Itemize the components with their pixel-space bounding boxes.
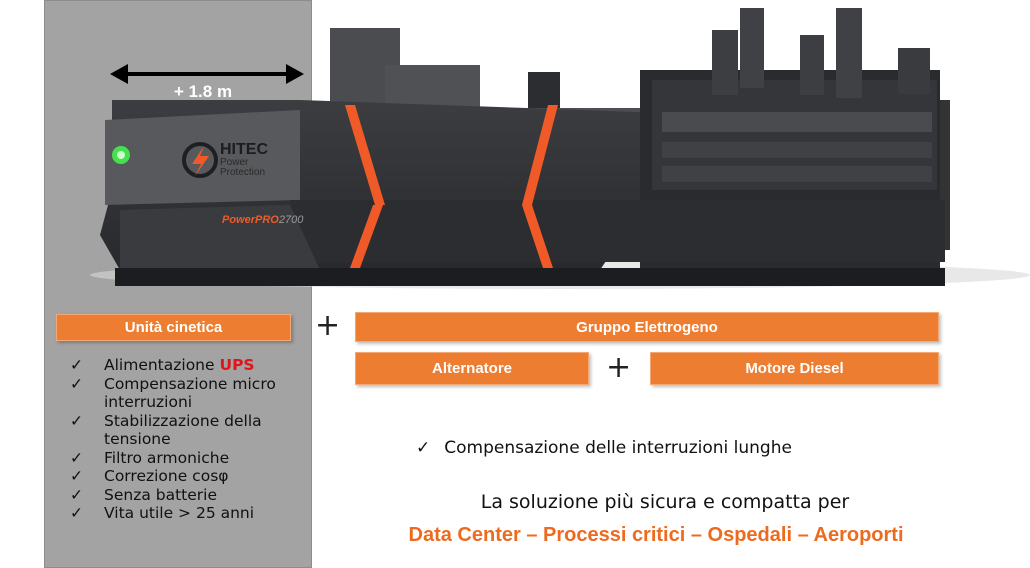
power-pro-machine-illustration bbox=[90, 8, 1030, 289]
brand-sub-1: Power bbox=[220, 157, 249, 168]
kinetic-unit-box: Unità cinetica bbox=[56, 314, 291, 341]
brand-logo: HITEC Power Protection bbox=[220, 142, 268, 178]
model-part-1: Power bbox=[222, 214, 256, 226]
alternator-box: Alternatore bbox=[355, 352, 589, 385]
model-part-2: PRO bbox=[255, 214, 279, 226]
check-icon: ✓ bbox=[416, 438, 431, 458]
check-icon: ✓ bbox=[70, 467, 83, 485]
genset-box: Gruppo Elettrogeno bbox=[355, 312, 939, 342]
model-part-3: 2700 bbox=[278, 214, 304, 226]
feature-item: ✓ Correzione cosφ bbox=[70, 467, 308, 486]
feature-item: ✓ Vita utile > 25 anni bbox=[70, 504, 308, 523]
check-icon: ✓ bbox=[70, 411, 83, 430]
feature-text: Vita utile > 25 anni bbox=[104, 504, 255, 522]
feature-item: ✓ Filtro armoniche bbox=[70, 449, 308, 468]
diesel-engine-box: Motore Diesel bbox=[650, 352, 939, 385]
brand-sub-2: Protection bbox=[220, 167, 266, 178]
long-interruptions-text: Compensazione delle interruzioni lunghe bbox=[444, 438, 792, 458]
kinetic-features-list: ✓ Alimentazione UPS ✓ Compensazione micro … bbox=[70, 356, 308, 523]
feature-text: Stabilizzazione della tensione bbox=[104, 411, 262, 449]
feature-item: ✓ Senza batterie bbox=[70, 486, 308, 505]
check-icon: ✓ bbox=[70, 448, 83, 467]
plus-icon: + bbox=[315, 308, 341, 343]
long-interruptions-item: ✓ Compensazione delle interruzioni lunghe bbox=[416, 438, 792, 458]
feature-item: ✓ Stabilizzazione della tensione bbox=[70, 412, 308, 449]
applications-line: Data Center – Processi critici – Ospedal… bbox=[408, 524, 904, 546]
feature-text: Filtro armoniche bbox=[104, 448, 230, 467]
tagline: La soluzione più sicura e compatta per bbox=[480, 491, 850, 513]
plus-icon: + bbox=[606, 350, 632, 385]
check-icon: ✓ bbox=[70, 374, 83, 393]
brand-name: HITEC bbox=[220, 141, 268, 158]
model-label: PowerPRO2700 bbox=[222, 214, 303, 226]
feature-text: Correzione cosφ bbox=[104, 467, 229, 485]
check-icon: ✓ bbox=[70, 485, 83, 504]
feature-text: Compensazione micro interruzioni bbox=[104, 374, 276, 412]
check-icon: ✓ bbox=[70, 504, 83, 522]
ups-highlight: UPS bbox=[219, 356, 255, 374]
feature-item: ✓ Compensazione micro interruzioni bbox=[70, 375, 308, 412]
feature-item: ✓ Alimentazione UPS bbox=[70, 356, 308, 375]
dimension-label: + 1.8 m bbox=[173, 82, 233, 101]
check-icon: ✓ bbox=[70, 356, 83, 374]
feature-text: Senza batterie bbox=[104, 485, 218, 504]
feature-text: Alimentazione bbox=[104, 356, 215, 374]
